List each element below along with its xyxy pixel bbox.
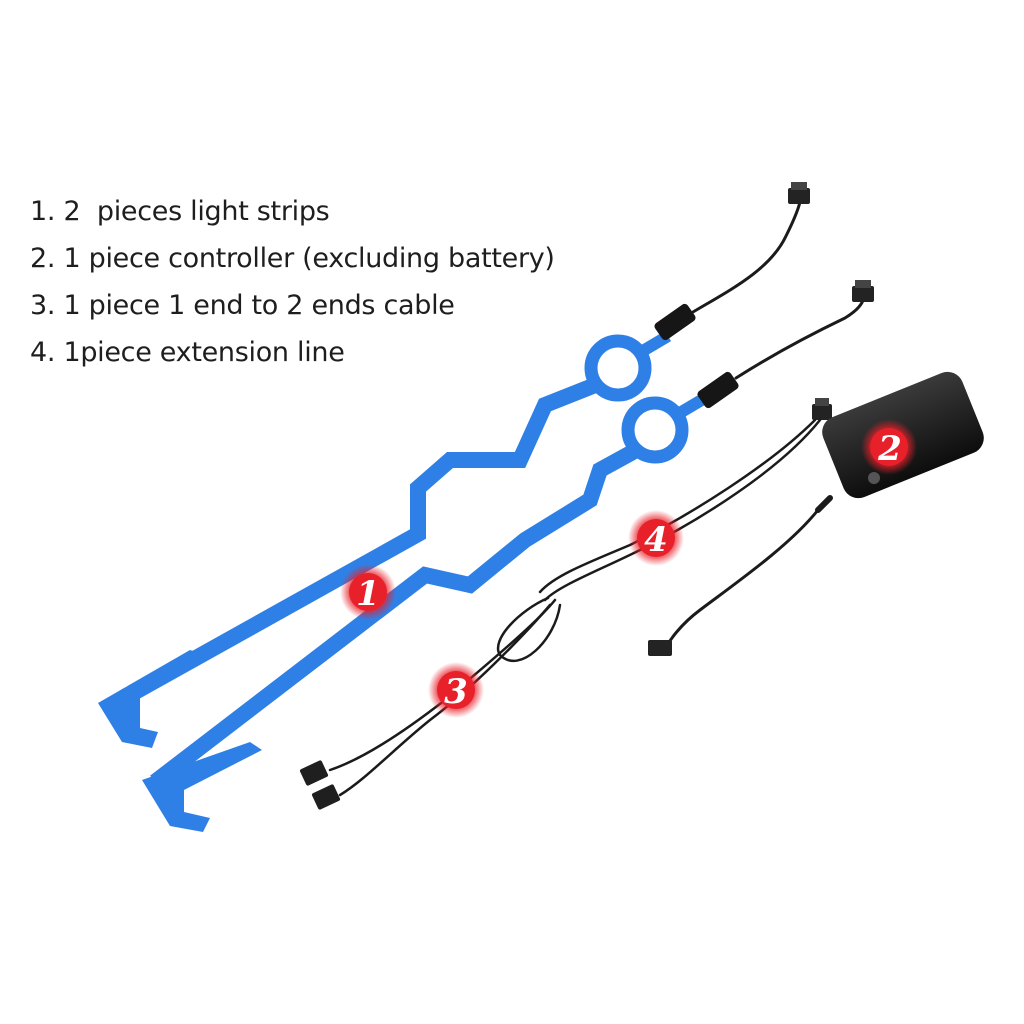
list-item: 1. 2 pieces light strips — [30, 196, 330, 227]
package-contents-list: 1. 2 pieces light strips 2. 1 piece cont… — [30, 188, 555, 376]
badge-3: 3 — [428, 662, 484, 718]
list-item: 4. 1piece extension line — [30, 337, 345, 368]
list-item: 3. 1 piece 1 end to 2 ends cable — [30, 290, 455, 321]
svg-text:3: 3 — [444, 672, 468, 712]
light-strip-a — [98, 330, 672, 748]
power-button-icon — [868, 472, 880, 484]
light-strip-b — [142, 392, 709, 832]
splitter-cable — [299, 596, 562, 810]
svg-text:2: 2 — [877, 429, 902, 469]
strip-b-connector — [697, 280, 874, 409]
list-item: 2. 1 piece controller (excluding battery… — [30, 243, 555, 274]
strip-a-connector — [654, 182, 810, 341]
badge-1: 1 — [340, 564, 396, 620]
badge-4: 4 — [628, 510, 684, 566]
badge-2: 2 — [861, 419, 917, 475]
svg-text:4: 4 — [644, 520, 668, 560]
svg-text:1: 1 — [356, 574, 380, 614]
